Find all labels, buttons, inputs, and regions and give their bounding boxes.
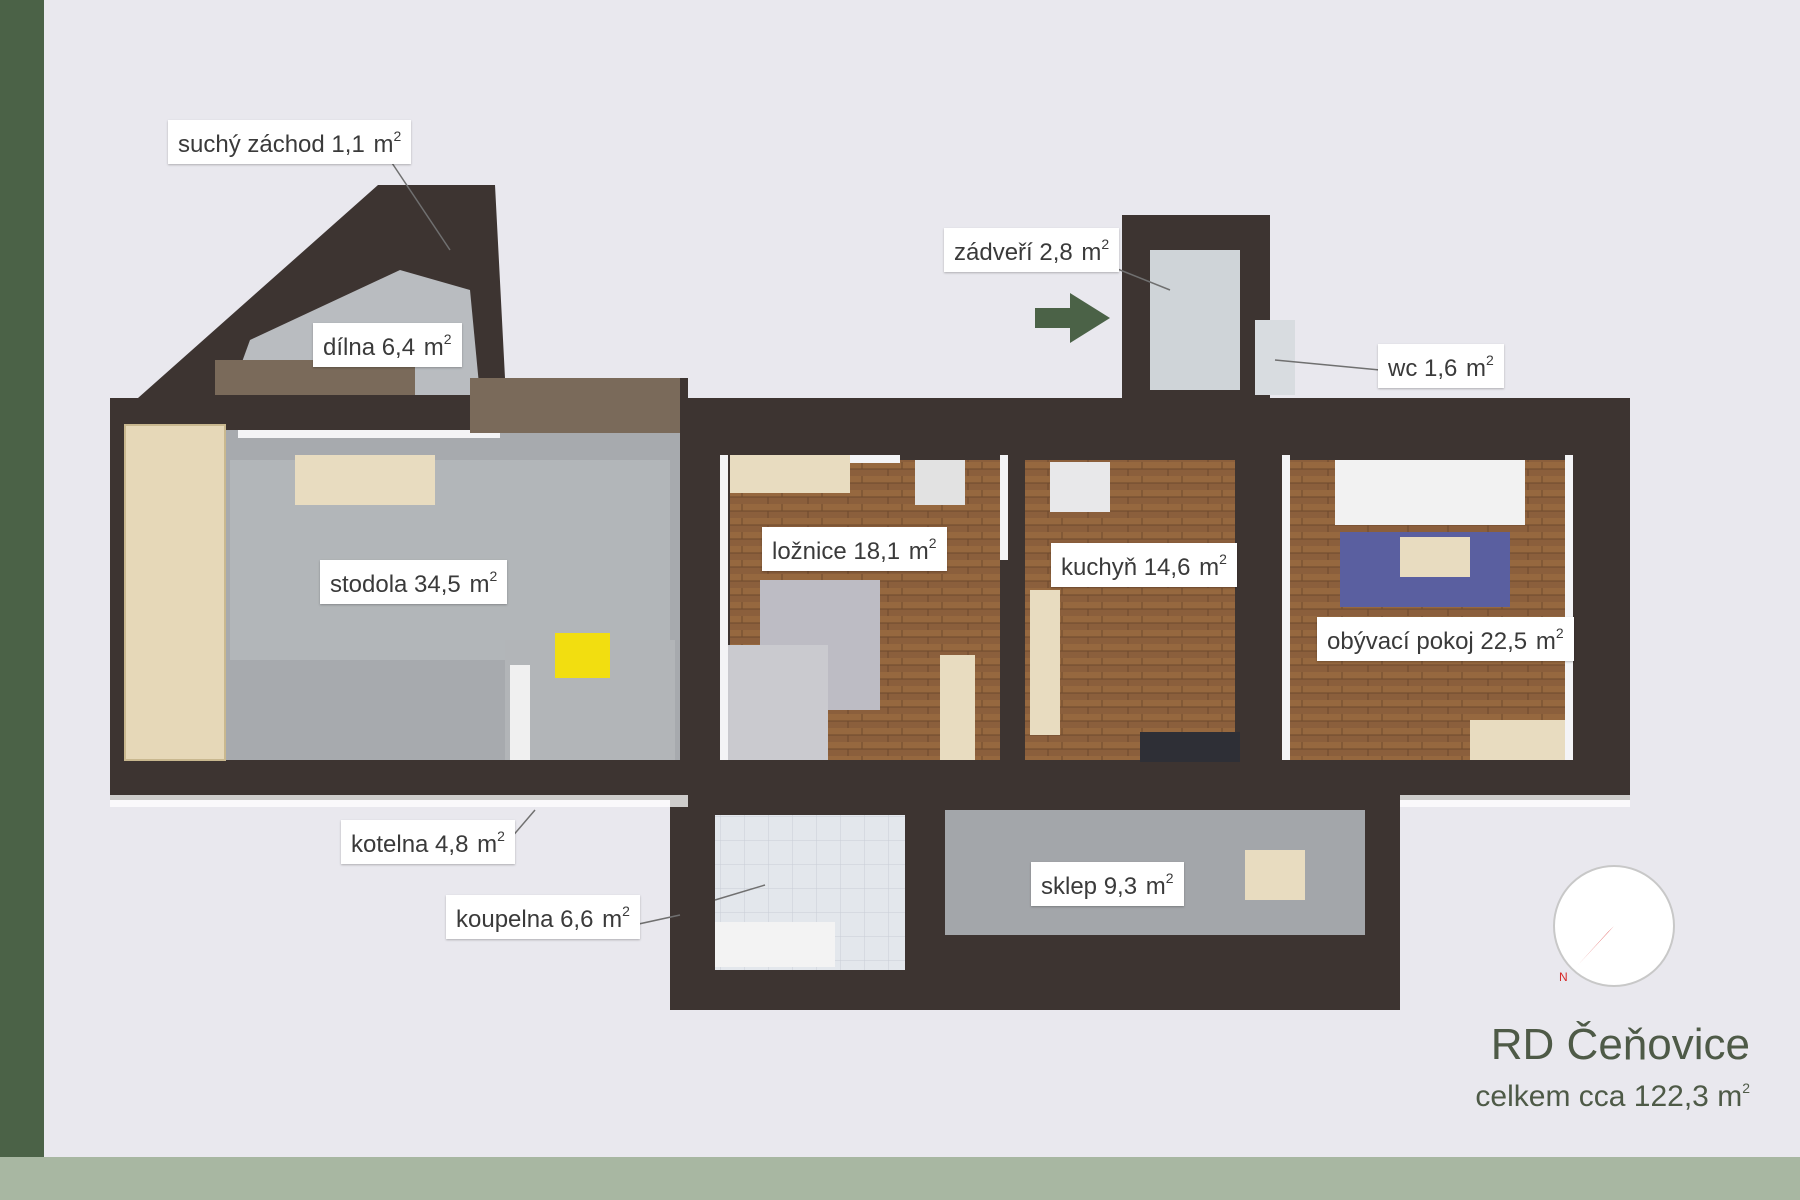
- room-label-dilna: dílna 6,4 m2: [313, 323, 462, 367]
- wall-shadow-west: [110, 795, 688, 807]
- workbench: [295, 455, 435, 505]
- desk: [730, 455, 850, 493]
- footer-strip: [0, 1157, 1800, 1200]
- room-label-sucy-zachod: suchý záchod 1,1 m2: [168, 120, 412, 164]
- entrance-arrow-icon: [1035, 293, 1110, 343]
- zadveri-floor: [1150, 250, 1240, 390]
- bookshelf: [124, 424, 226, 761]
- room-label-loznice: ložnice 18,1 m2: [762, 527, 947, 571]
- total-area: celkem cca 122,3 m2: [1475, 1080, 1750, 1113]
- furniture: [124, 293, 1565, 967]
- room-label-kuchyn: kuchyň 14,6 m2: [1051, 543, 1237, 587]
- sofa: [1335, 460, 1525, 525]
- bedroom-shelf: [940, 655, 975, 760]
- barn-cabinet: [470, 378, 680, 433]
- room-label-koupelna: koupelna 6,6 m2: [446, 895, 640, 939]
- coffee-table: [1400, 537, 1470, 577]
- room-label-stodola: stodola 34,5 m2: [320, 560, 508, 604]
- tv-unit: [1470, 720, 1565, 760]
- wall-shadow-east: [1400, 795, 1630, 807]
- compass-icon: N: [1553, 865, 1675, 987]
- room-label-zadveri: zádveří 2,8 m2: [944, 228, 1120, 272]
- dining-table: [1050, 462, 1110, 512]
- room-label-kotelna: kotelna 4,8 m2: [341, 820, 515, 864]
- room-label-sklep: sklep 9,3 m2: [1031, 862, 1184, 906]
- compass-north-label: N: [1559, 970, 1568, 984]
- room-label-obyvaci-pokoj: obývací pokoj 22,5 m2: [1317, 617, 1574, 661]
- title-block: RD Čeňovice celkem cca 122,3 m2: [1475, 1020, 1750, 1117]
- boiler: [555, 633, 610, 678]
- wc-floor: [1255, 320, 1295, 395]
- armchair-bedroom: [915, 460, 965, 505]
- bed-blanket: [728, 645, 828, 760]
- room-label-wc: wc 1,6 m2: [1378, 344, 1504, 388]
- bathtub: [715, 922, 835, 967]
- kotelna-shelf: [510, 665, 530, 760]
- accent-strip-left: [0, 0, 44, 1160]
- kitchen-counter: [1030, 590, 1060, 735]
- project-title: RD Čeňovice: [1490, 1020, 1750, 1069]
- stove: [1140, 732, 1240, 762]
- sklep-pallet: [1245, 850, 1305, 900]
